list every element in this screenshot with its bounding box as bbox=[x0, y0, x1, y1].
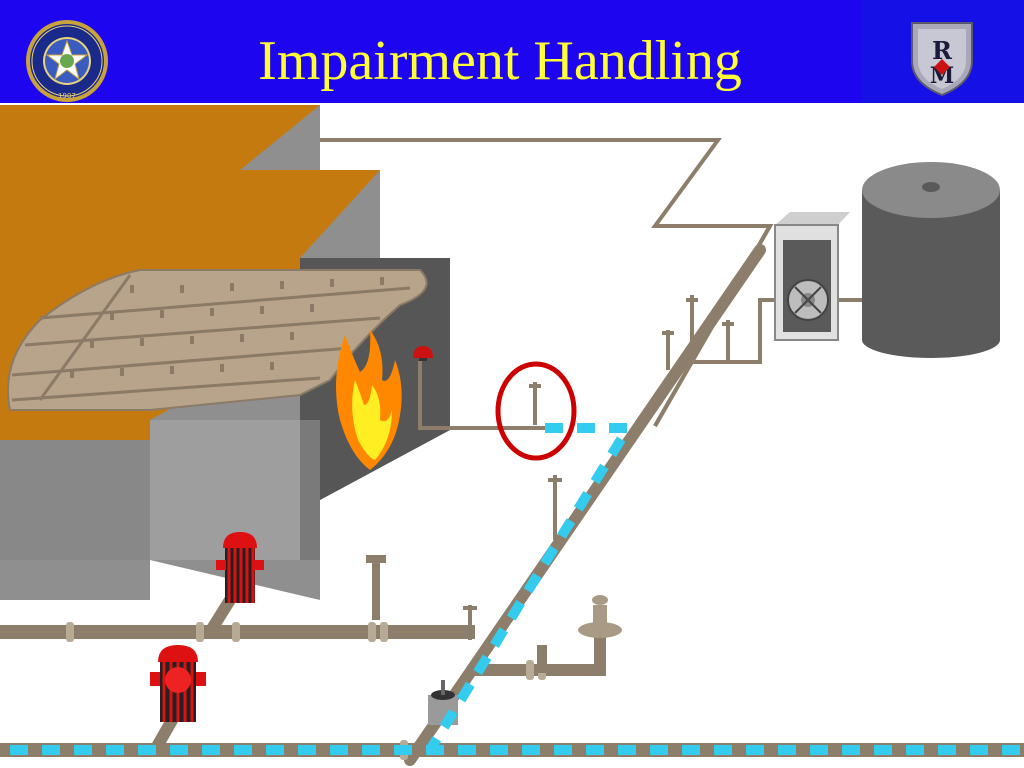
pipe-couplings bbox=[66, 622, 546, 760]
fire-hydrant-icon bbox=[216, 532, 264, 603]
closed-valve-icon bbox=[529, 382, 541, 425]
impaired-pipe-segment bbox=[10, 423, 1024, 755]
alarm-bell-icon bbox=[413, 346, 433, 361]
svg-text:1907: 1907 bbox=[58, 92, 76, 100]
building bbox=[0, 105, 450, 600]
fire-hydrant-icon bbox=[150, 645, 206, 722]
fire-flame-icon bbox=[336, 330, 402, 470]
highlight-circle bbox=[495, 361, 577, 461]
state-seal-icon: 1907 bbox=[26, 20, 108, 102]
impairment-diagram bbox=[0, 105, 1024, 766]
svg-text:R: R bbox=[932, 36, 953, 65]
post-indicator-valve-icon bbox=[366, 555, 622, 673]
slide-title: Impairment Handling bbox=[258, 30, 742, 92]
fire-pump-icon bbox=[774, 212, 850, 341]
slide-header: 1907 Impairment Handling R M bbox=[0, 0, 1024, 103]
water-tank-icon bbox=[862, 162, 1000, 358]
rm-shield-logo-icon: R M bbox=[911, 22, 973, 97]
